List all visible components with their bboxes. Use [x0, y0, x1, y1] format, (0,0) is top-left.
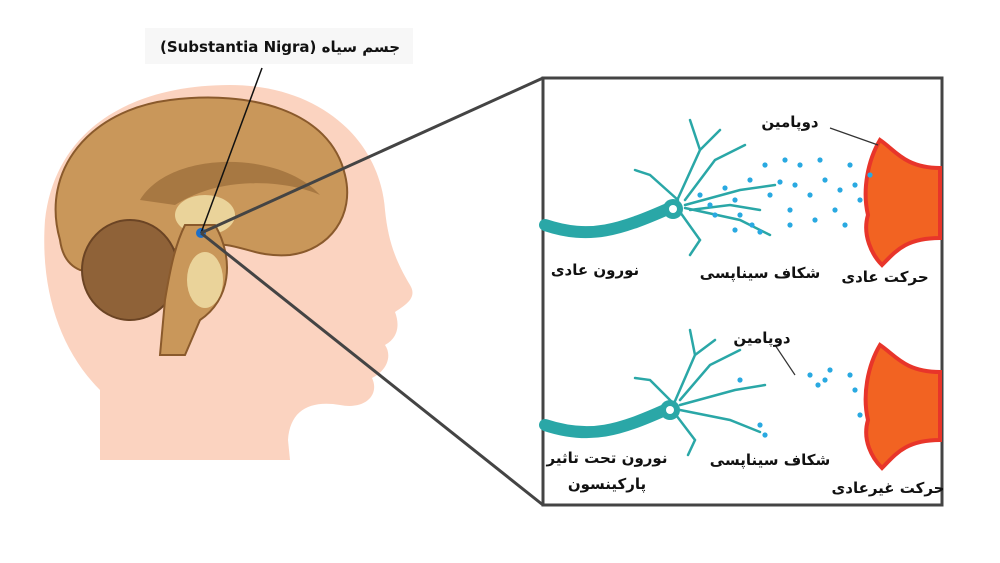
- dopamine-label-normal: دوپامین: [761, 113, 818, 132]
- normal-neuron: [539, 118, 777, 257]
- neuron-label-parkinson-1: نورون تحت تاثیر: [546, 449, 668, 467]
- dopamine-dot: [852, 387, 858, 393]
- dopamine-dot: [762, 432, 768, 438]
- dopamine-dot: [787, 222, 793, 228]
- dopamine-dot: [847, 162, 853, 168]
- dopamine-dot: [822, 377, 828, 383]
- pons: [187, 252, 223, 308]
- dopamine-dot: [812, 217, 818, 223]
- dopamine-dot: [777, 179, 783, 185]
- dopamine-dot: [787, 207, 793, 213]
- movement-label-normal: حرکت عادی: [841, 268, 928, 286]
- parkinson-neuron: [539, 328, 767, 457]
- receptor-normal: [863, 137, 942, 268]
- dopamine-dot: [707, 202, 713, 208]
- dopamine-dot: [857, 412, 863, 418]
- movement-label-parkinson: حرکت غیرعادی: [832, 479, 945, 497]
- dopamine-dot: [762, 162, 768, 168]
- synaptic-gap-label-parkinson: شکاف سیناپسی: [710, 451, 830, 470]
- dopamine-dot: [792, 182, 798, 188]
- dopamine-dot: [737, 212, 743, 218]
- dopamine-dot: [757, 229, 763, 235]
- corpus-callosum: [140, 161, 320, 205]
- substantia-nigra-label: جسم سیاه (Substantia Nigra): [160, 38, 400, 56]
- dopamine-dots: [697, 157, 873, 438]
- neuron-label-parkinson-2: پارکینسون: [568, 475, 646, 494]
- dopamine-dot: [815, 382, 821, 388]
- receptor-parkinson: [863, 342, 942, 471]
- dopamine-dot: [712, 212, 718, 218]
- dopamine-dot: [852, 182, 858, 188]
- neuron-label-normal: نورون عادی: [551, 261, 639, 279]
- dopamine-dot: [797, 162, 803, 168]
- synaptic-gap-label-normal: شکاف سیناپسی: [700, 264, 820, 283]
- dopamine-dot: [807, 372, 813, 378]
- dopamine-dot: [757, 422, 763, 428]
- dopamine-dot: [832, 207, 838, 213]
- dopamine-dot: [747, 177, 753, 183]
- dopamine-dot: [722, 185, 728, 191]
- dopamine-dot: [782, 157, 788, 163]
- dopamine-dot: [807, 192, 813, 198]
- dopamine-dot: [842, 222, 848, 228]
- dopamine-dot: [857, 197, 863, 203]
- dopamine-dot: [732, 227, 738, 233]
- dopamine-dot: [822, 177, 828, 183]
- dopamine-dot: [737, 377, 743, 383]
- dopamine-dot: [749, 222, 755, 228]
- dopamine-dot: [837, 187, 843, 193]
- dopamine-dot: [732, 197, 738, 203]
- dopamine-dot: [697, 192, 703, 198]
- dopamine-dot: [817, 157, 823, 163]
- dopamine-dot: [867, 172, 873, 178]
- dopamine-label-parkinson: دوپامین: [733, 329, 790, 348]
- dopamine-dot: [767, 192, 773, 198]
- dopamine-dot: [827, 367, 833, 373]
- dopamine-dot: [847, 372, 853, 378]
